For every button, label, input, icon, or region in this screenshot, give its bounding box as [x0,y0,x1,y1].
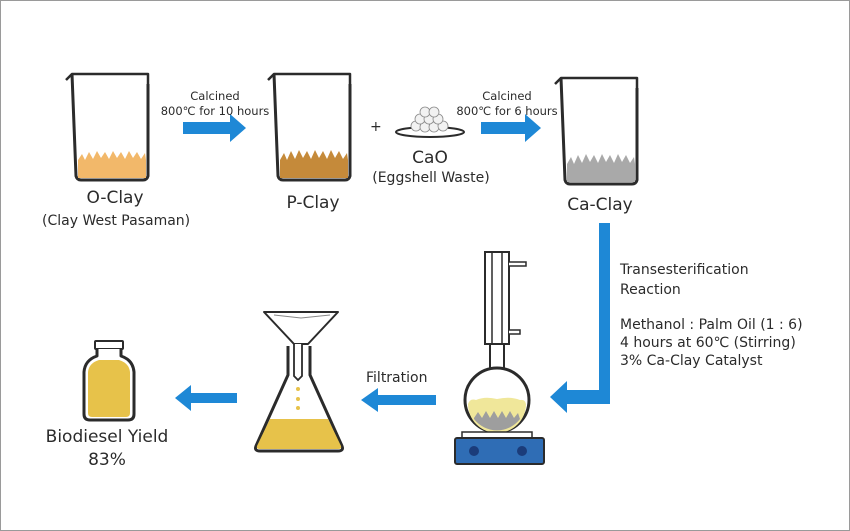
biodiesel-yield-value: 83% [88,450,126,470]
biodiesel-liquid [88,360,130,417]
calcine-1-condition: 800℃ for 10 hours [160,104,270,118]
ca-clay-label: Ca-Clay [567,195,633,215]
cao-label: CaO [412,148,448,168]
p-clay-beaker [267,72,352,182]
filtration-flask [254,311,344,453]
yield-arrow [175,385,237,411]
o-clay-label: O-Clay [86,188,144,208]
calcine-2-label: Calcined [482,89,532,103]
reaction-condition-1: Methanol : Palm Oil (1 : 6) [620,317,803,333]
ca-clay-beaker [554,76,639,186]
reflux-apparatus [454,251,545,465]
o-clay-powder [78,151,146,178]
cao-dish [395,106,465,138]
calcine-arrow-2 [481,114,541,142]
reaction-arrow [550,223,610,413]
calcine-arrow-1 [183,114,246,142]
o-clay-source: (Clay West Pasaman) [42,213,191,229]
biodiesel-bottle [82,340,136,422]
reaction-condition-2: 4 hours at 60℃ (Stirring) [620,335,796,351]
filtration-label: Filtration [366,370,428,386]
p-clay-label: P-Clay [286,193,340,213]
o-clay-beaker [65,72,150,182]
p-clay-powder [280,150,348,178]
reaction-condition-3: 3% Ca-Clay Catalyst [620,353,763,369]
calcine-1-label: Calcined [190,89,240,103]
filtration-arrow [361,388,436,412]
reaction-title-2: Reaction [620,282,681,298]
plus-sign: + [370,119,382,135]
biodiesel-yield-label: Biodiesel Yield [45,427,169,447]
reaction-title-1: Transesterification [620,262,749,278]
calcine-2-condition: 800℃ for 6 hours [456,104,558,118]
filtrate-liquid [256,419,342,449]
ca-clay-powder [567,154,635,182]
cao-source: (Eggshell Waste) [372,170,490,186]
